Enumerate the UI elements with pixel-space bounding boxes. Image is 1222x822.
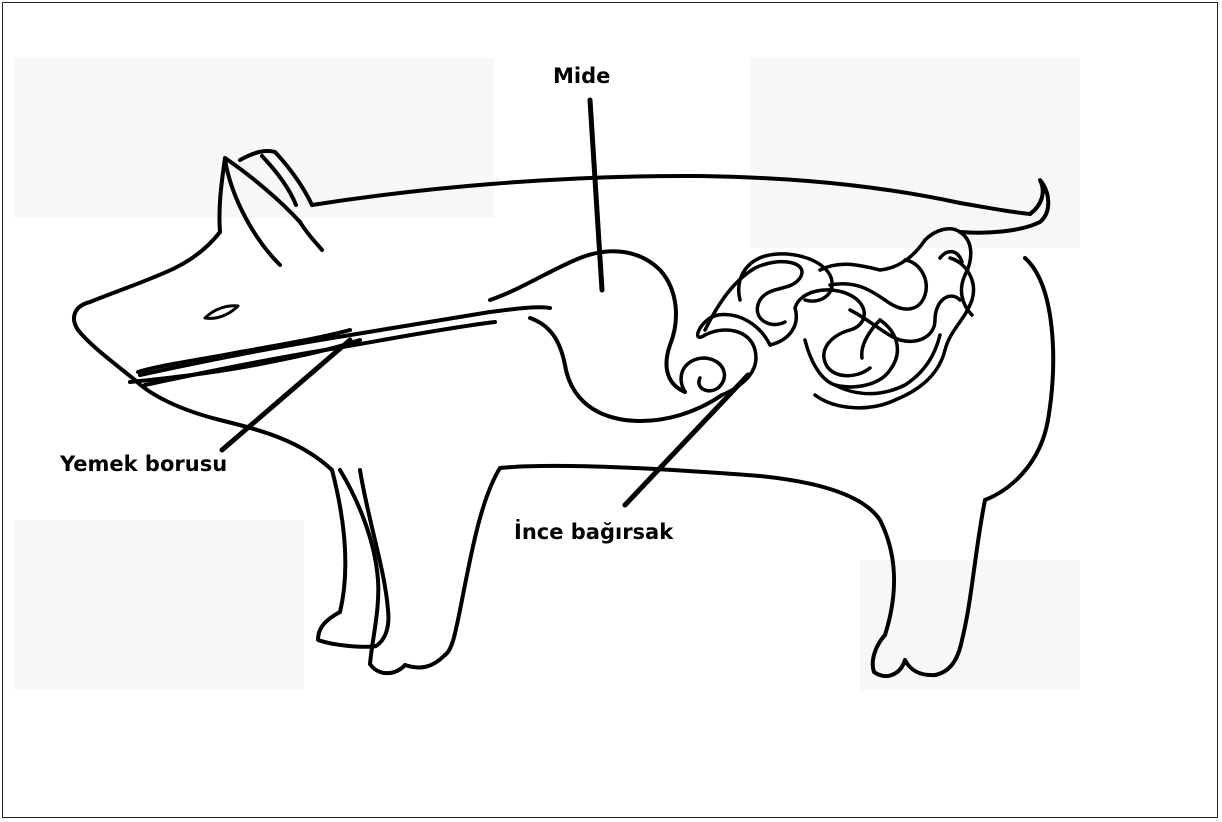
stomach-pointer	[590, 100, 602, 290]
small-intestine-organ	[681, 229, 973, 408]
pig-outline	[74, 151, 1053, 676]
esophagus-label: Yemek borusu	[60, 452, 227, 476]
stomach-organ	[490, 251, 722, 421]
stomach-label: Mide	[553, 64, 610, 88]
pointer-lines	[222, 100, 748, 505]
small-intestine-pointer	[625, 375, 748, 505]
small-intestine-label: İnce bağırsak	[514, 520, 673, 544]
